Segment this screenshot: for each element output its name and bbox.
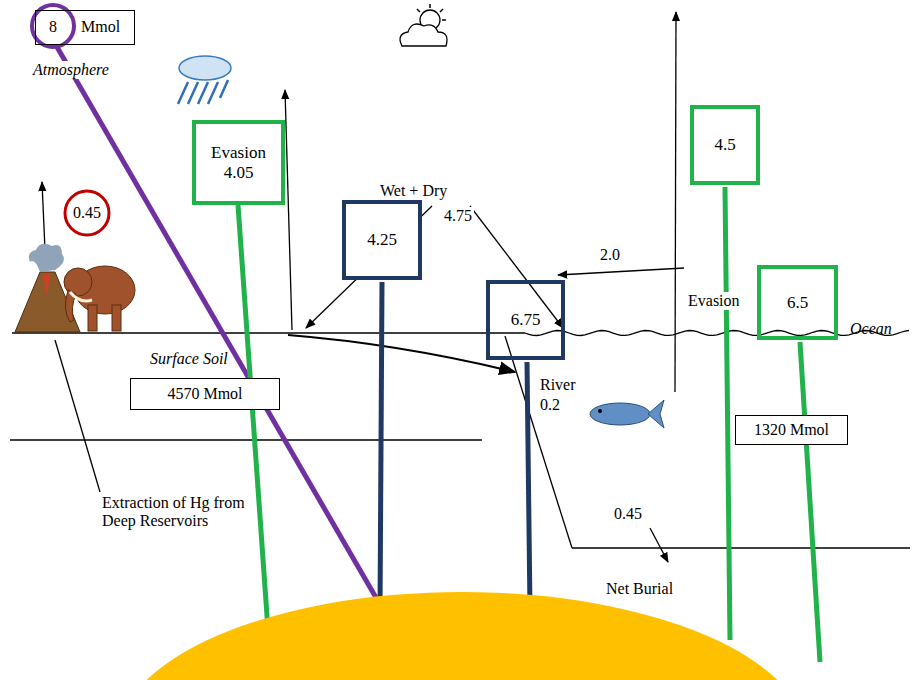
reservoir-box: 4570 Mmol xyxy=(130,378,280,410)
leader-line xyxy=(800,342,820,662)
node-text: 4570 Mmol xyxy=(167,385,242,403)
region-label: Ocean xyxy=(848,320,894,338)
volcano-icon xyxy=(43,274,50,296)
flux-value: 4.75 xyxy=(442,207,474,225)
flux-arrow xyxy=(558,268,684,275)
fish-icon xyxy=(648,400,664,428)
rain-cloud-icon xyxy=(198,82,208,104)
region-label: Atmosphere xyxy=(31,61,111,79)
callout-circle-outline xyxy=(65,191,109,235)
rain-cloud-icon xyxy=(220,80,228,98)
sun-cloud-icon xyxy=(442,19,446,21)
rain-cloud-icon xyxy=(188,82,198,104)
leader-line xyxy=(238,205,268,630)
leader-line xyxy=(527,362,530,610)
leader-line xyxy=(57,47,820,662)
rain-cloud-icon xyxy=(208,82,218,104)
flux-arrow xyxy=(650,528,668,562)
node-text: Evasion 4.05 xyxy=(196,143,281,182)
leader-line xyxy=(57,47,382,608)
boundary-line xyxy=(505,336,572,548)
flux-value: 2.0 xyxy=(598,246,622,264)
volcano-icon xyxy=(29,244,64,272)
callout-circle: 0.45 xyxy=(63,189,111,237)
reservoir-box: 8 Mmol xyxy=(35,10,135,45)
sun-cloud-icon xyxy=(429,4,431,8)
mammoth-icon xyxy=(70,292,92,301)
callout-box: 4.25 xyxy=(342,200,422,280)
flux-arrow xyxy=(675,12,676,392)
callout-box: 4.5 xyxy=(690,105,760,185)
sun-cloud-icon xyxy=(417,9,420,12)
flux-label: Net Burial xyxy=(604,580,675,598)
rain-cloud-icon xyxy=(178,56,231,104)
boundary-line xyxy=(12,332,525,333)
rain-cloud-icon xyxy=(178,80,228,104)
flux-arrow xyxy=(55,340,100,492)
summary-dome xyxy=(117,592,807,680)
flux-arrow xyxy=(42,12,684,562)
node-text: 4.25 xyxy=(367,230,397,250)
flux-label: River xyxy=(538,376,578,394)
region-label: Surface Soil xyxy=(148,350,230,368)
node-text: 6.75 xyxy=(511,310,541,330)
flux-value: 0.2 xyxy=(538,396,562,414)
reservoir-box: 1320 Mmol xyxy=(735,415,848,445)
flux-arrow xyxy=(470,206,563,328)
node-text: 6.5 xyxy=(787,293,808,313)
flux-value: 0.45 xyxy=(612,505,644,523)
mammoth-icon xyxy=(64,266,135,331)
sun-cloud-icon xyxy=(417,4,446,20)
flux-arrow xyxy=(42,182,45,250)
fish-icon xyxy=(590,400,664,428)
mammoth-icon xyxy=(112,305,121,331)
node-text: 1320 Mmol xyxy=(754,421,829,439)
boundary-line xyxy=(10,439,482,440)
boundary-line xyxy=(10,331,910,548)
boundary-line xyxy=(572,547,910,548)
node-text: 4.5 xyxy=(714,135,735,155)
flux-arrow xyxy=(288,335,515,372)
leader-line xyxy=(725,187,730,640)
flux-arrow xyxy=(285,90,292,330)
fish-icon xyxy=(590,403,650,425)
rain-cloud-icon xyxy=(179,56,231,80)
node-text: 8 Mmol xyxy=(49,18,120,36)
mammoth-icon xyxy=(88,305,97,331)
sun-cloud-icon xyxy=(400,4,447,46)
leader-line xyxy=(380,282,382,610)
callout-box: 6.75 xyxy=(486,280,565,360)
callout-box: 6.5 xyxy=(757,265,838,340)
fish-icon xyxy=(598,409,602,413)
flux-label: Extraction of Hg from Deep Reservoirs xyxy=(100,494,254,531)
callout-box: Evasion 4.05 xyxy=(192,120,285,205)
sun-cloud-icon xyxy=(400,24,447,46)
sun-cloud-icon xyxy=(440,9,443,12)
flux-label: Evasion xyxy=(686,292,742,310)
node-text: 0.45 xyxy=(73,204,101,222)
rain-cloud-icon xyxy=(178,82,188,104)
flux-label: Wet + Dry xyxy=(378,182,449,200)
